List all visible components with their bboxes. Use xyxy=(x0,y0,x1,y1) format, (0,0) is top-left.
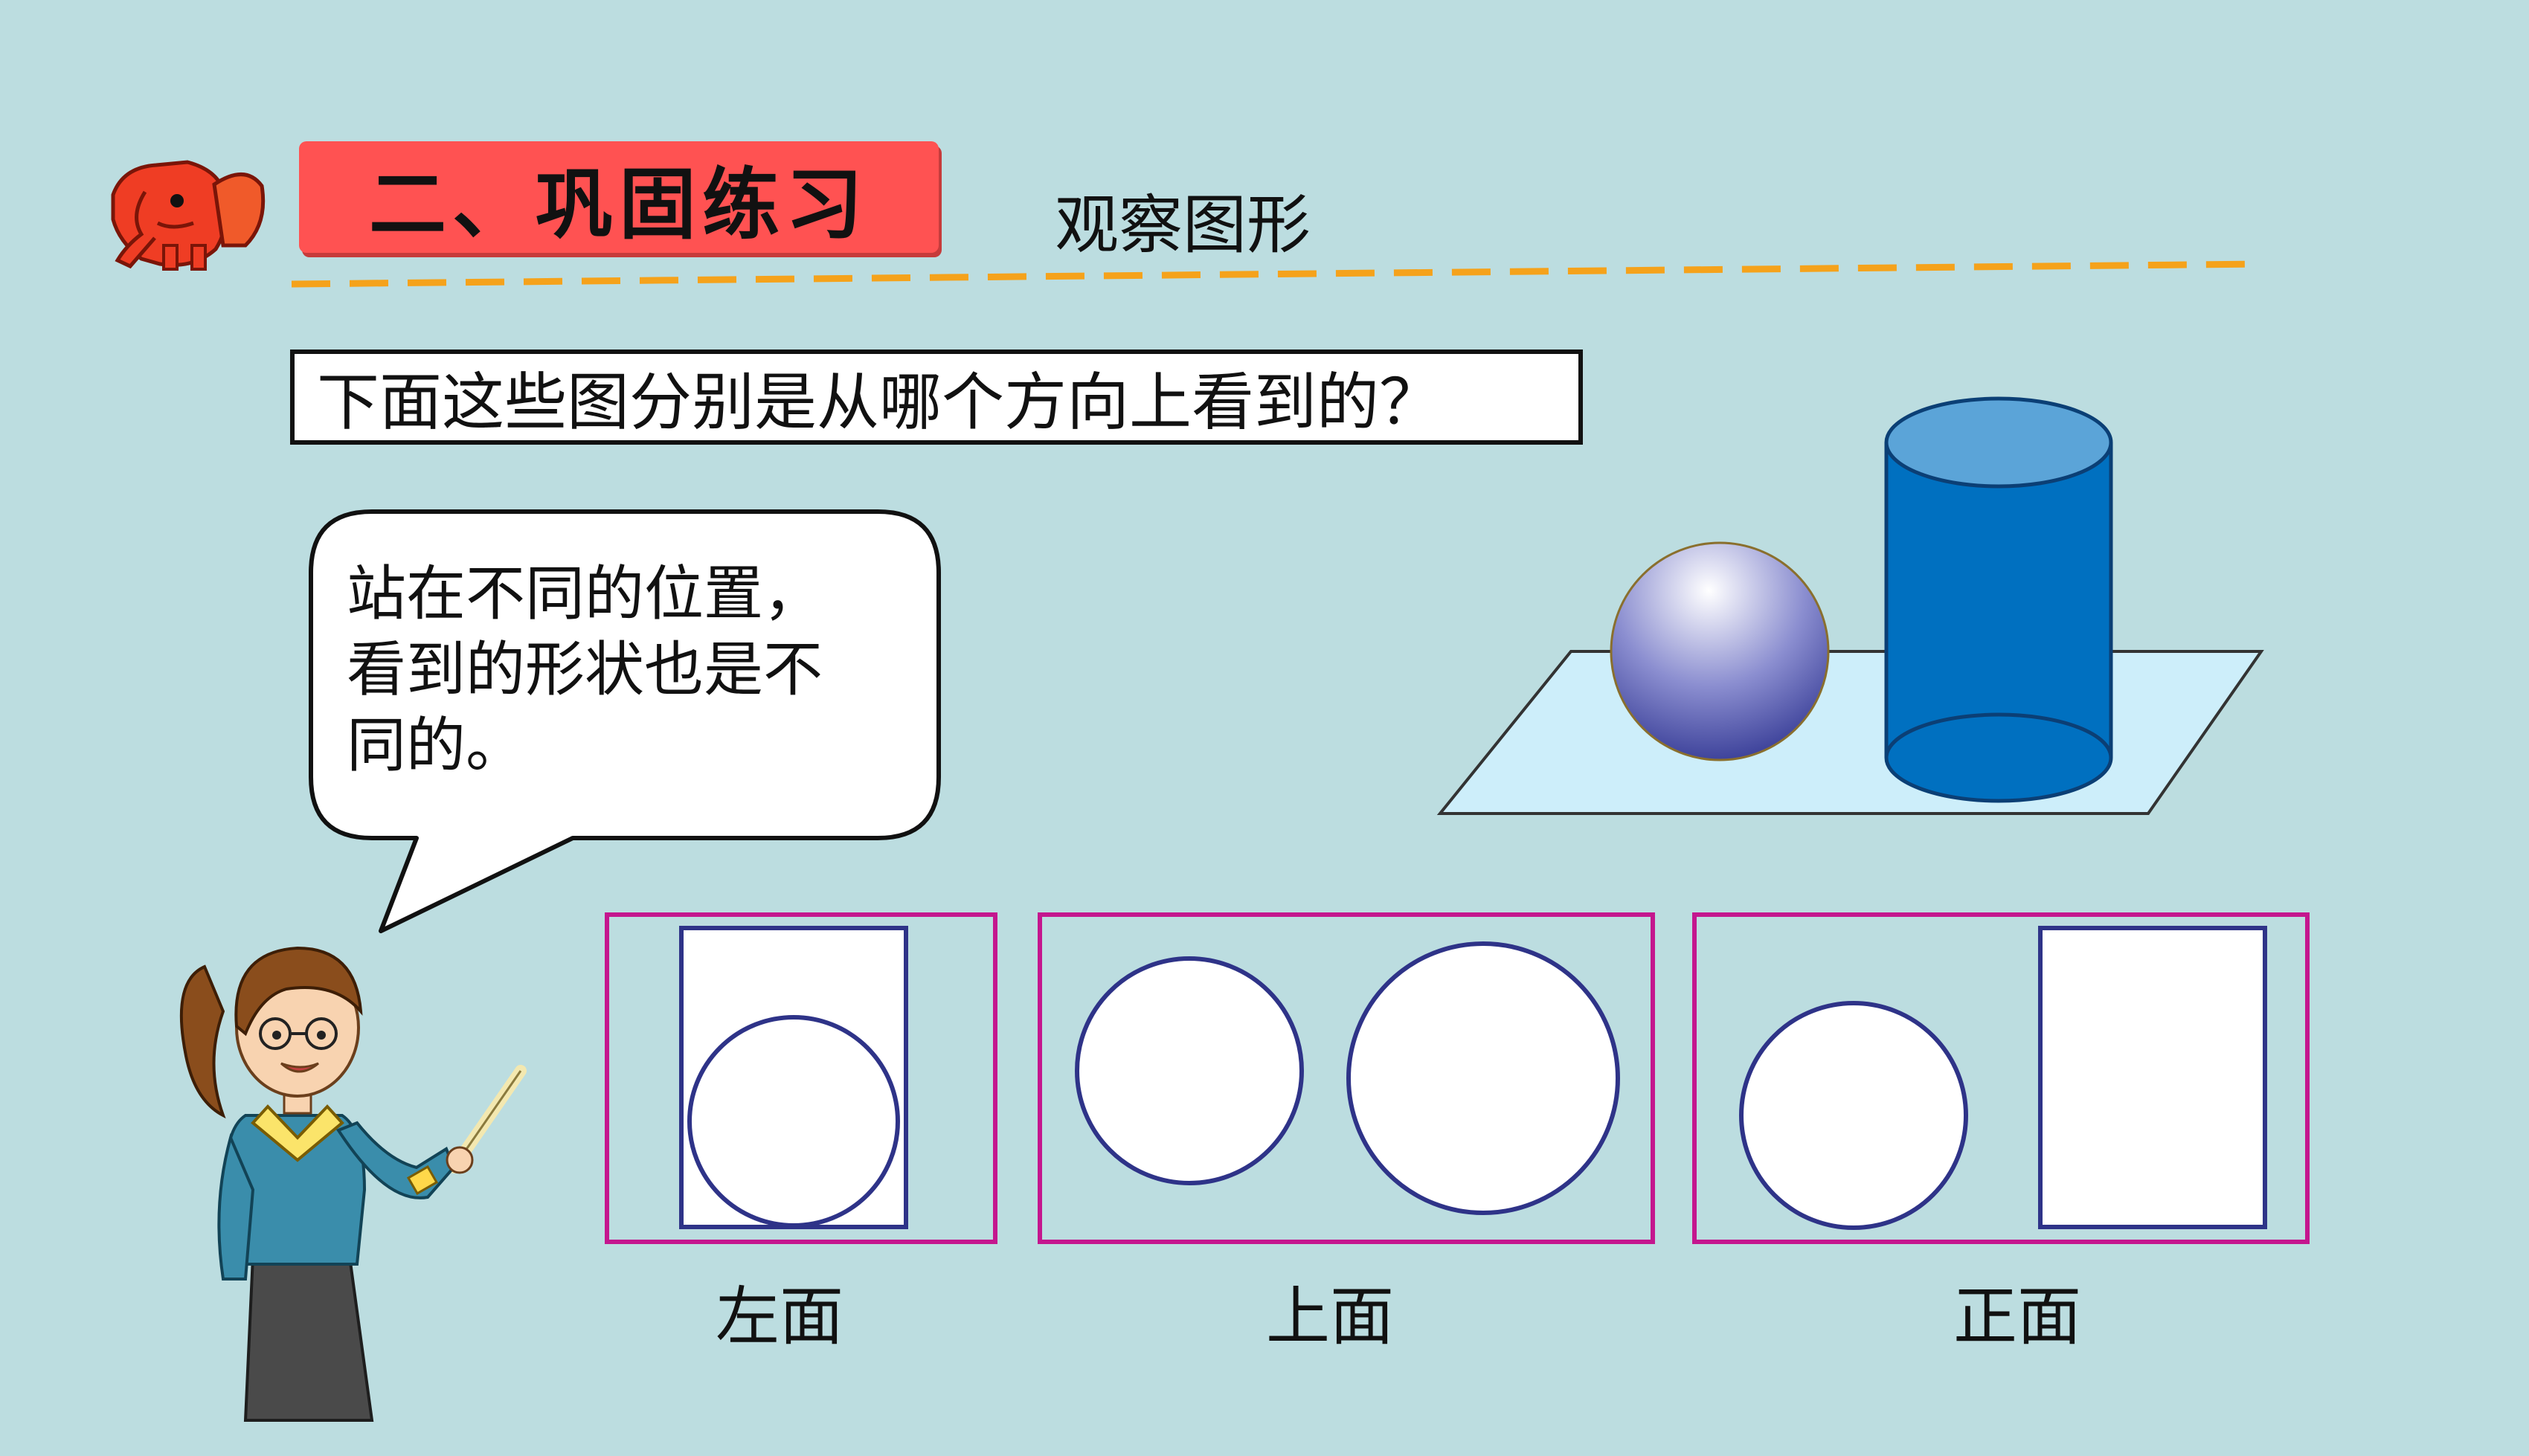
cylinder-bottom xyxy=(1884,712,2113,803)
view-label-top: 上面 xyxy=(1266,1280,1394,1354)
view-box-top xyxy=(1038,912,1655,1244)
view-left-circle xyxy=(687,1015,900,1228)
view-front-rectangle xyxy=(2038,926,2267,1229)
view-top-large-circle xyxy=(1346,941,1620,1215)
speech-bubble-text: 站在不同的位置， 看到的形状也是不 同的。 xyxy=(347,556,897,784)
view-label-front: 正面 xyxy=(1953,1280,2081,1354)
cylinder-body xyxy=(1886,442,2111,758)
sphere xyxy=(1610,541,1830,761)
shapes-3d-scene xyxy=(1436,396,2264,815)
page-subtitle: 观察图形 xyxy=(1055,188,1311,262)
view-box-front xyxy=(1692,912,2310,1244)
view-top-small-circle xyxy=(1075,956,1304,1185)
platform-plane xyxy=(1436,650,2264,815)
section-title-badge: 二、巩固练习 xyxy=(299,141,939,253)
speech-line-2: 看到的形状也是不 xyxy=(347,635,823,704)
view-box-left xyxy=(605,912,997,1244)
speech-line-1: 站在不同的位置， xyxy=(347,559,823,628)
question-text: 下面这些图分别是从哪个方向上看到的？ xyxy=(317,365,1442,439)
teacher-illustration xyxy=(179,946,527,1422)
dashed-divider xyxy=(291,260,2262,288)
question-box: 下面这些图分别是从哪个方向上看到的？ xyxy=(290,349,1583,445)
cylinder-top xyxy=(1884,396,2113,489)
view-label-left: 左面 xyxy=(716,1280,843,1354)
elephant-logo-icon xyxy=(111,160,266,271)
speech-bubble-shape xyxy=(309,509,941,933)
view-front-circle xyxy=(1739,1001,1968,1230)
speech-line-3: 同的。 xyxy=(347,711,525,780)
